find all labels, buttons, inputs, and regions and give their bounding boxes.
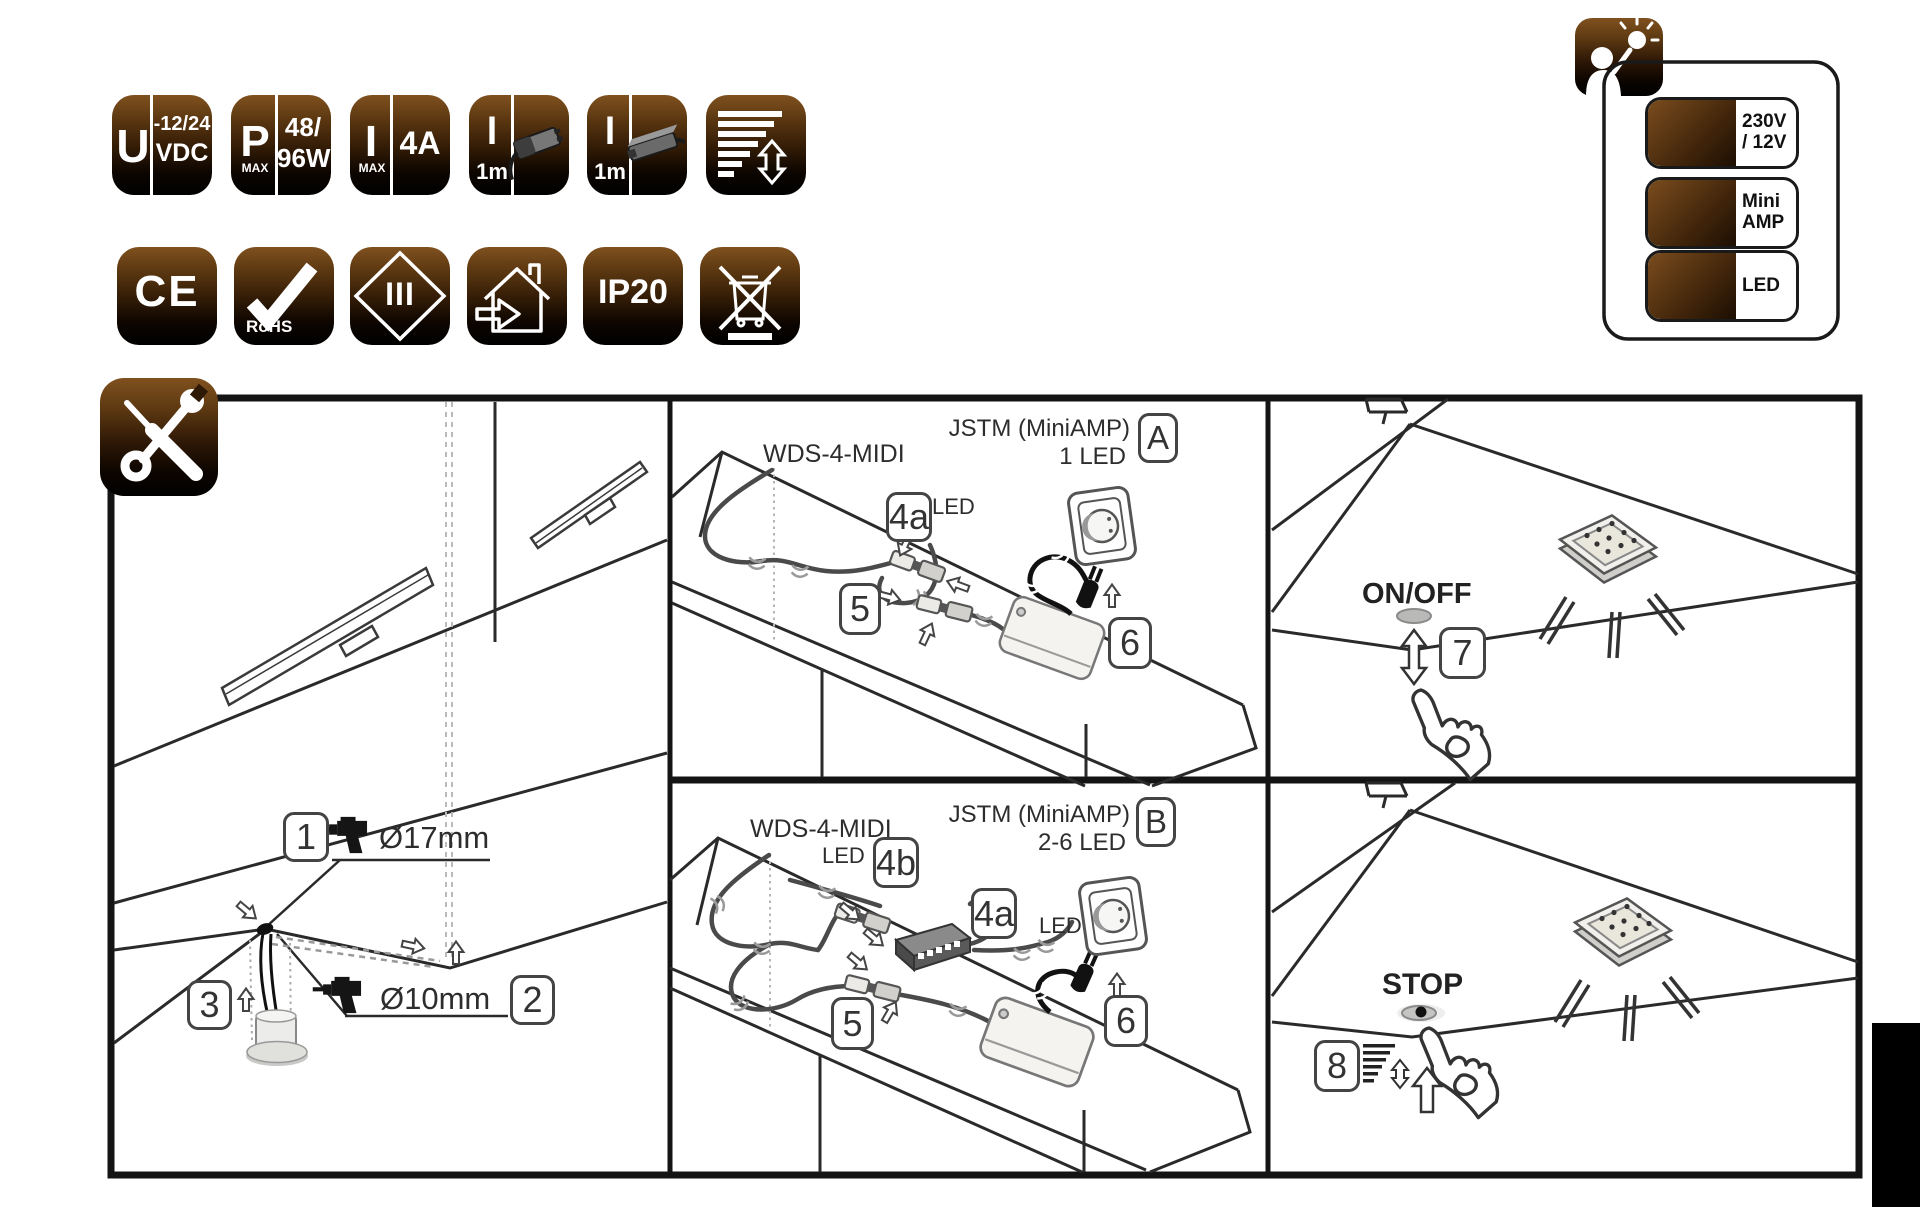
rohs-label: RoHS bbox=[246, 317, 293, 336]
hole-17mm-label: Ø17mm bbox=[379, 820, 490, 855]
step-7-badge: 7 bbox=[1439, 627, 1486, 679]
length-value: 1m bbox=[476, 159, 508, 184]
ip20-label: IP20 bbox=[598, 273, 668, 311]
ce-mark-icon: CE bbox=[117, 247, 217, 345]
length-symbol-2: l bbox=[604, 111, 616, 153]
step-5-badge-b: 5 bbox=[831, 997, 874, 1050]
house-graphic bbox=[475, 263, 551, 333]
step-2-badge: 2 bbox=[510, 975, 555, 1025]
step-6-badge-b: 6 bbox=[1104, 995, 1148, 1047]
legend-driver-volt2: / 12V bbox=[1742, 132, 1787, 153]
power-max: MAX bbox=[241, 161, 269, 175]
current-icon: I MAX 4A bbox=[350, 95, 450, 195]
led-label-b2: LED bbox=[1039, 913, 1082, 938]
cable-length-icon-2: l 1m bbox=[587, 95, 687, 195]
step-3-badge: 3 bbox=[187, 980, 232, 1030]
step-4a-badge-a: 4a bbox=[886, 492, 932, 542]
power-value1: 48/ bbox=[284, 112, 322, 142]
length-value-2: 1m bbox=[594, 159, 626, 184]
legend-miniamp-line2: AMP bbox=[1742, 212, 1785, 233]
indoor-use-icon bbox=[467, 247, 567, 345]
voltage-unit: VDC bbox=[155, 139, 209, 167]
rohs-icon: RoHS bbox=[234, 247, 334, 345]
driver-photo bbox=[1648, 100, 1736, 166]
power-value2: 96W bbox=[277, 143, 331, 173]
step-1-badge: 1 bbox=[283, 812, 329, 862]
jstm-label-a: JSTM (MiniAMP) bbox=[948, 415, 1130, 442]
dimming-graphic bbox=[718, 111, 788, 186]
power-icon: P MAX 48/ 96W bbox=[231, 95, 331, 195]
voltage-icon: U -12/24 VDC bbox=[112, 95, 212, 195]
rohs-check bbox=[246, 262, 318, 332]
class3-icon: III bbox=[350, 247, 450, 345]
jstm-label-b: JSTM (MiniAMP) bbox=[948, 801, 1130, 828]
voltage-symbol: U bbox=[116, 120, 150, 172]
connector-photo-1 bbox=[508, 126, 564, 181]
led-count-a: 1 LED bbox=[1059, 443, 1126, 470]
led-lamp-photo bbox=[1648, 253, 1736, 319]
connector-photo-2 bbox=[627, 124, 685, 162]
ip20-icon: IP20 bbox=[583, 247, 683, 345]
step-4a-badge-b: 4a bbox=[971, 888, 1017, 939]
badge-a: A bbox=[1138, 413, 1178, 463]
step-8-badge: 8 bbox=[1314, 1040, 1360, 1092]
dimming-icon bbox=[706, 95, 806, 195]
current-value: 4A bbox=[399, 125, 441, 161]
stop-label: STOP bbox=[1382, 968, 1464, 1001]
legend-driver: 230V/ 12V bbox=[1645, 97, 1799, 169]
on-off-label: ON/OFF bbox=[1362, 578, 1472, 610]
weee-graphic bbox=[718, 265, 782, 340]
class3-diamond bbox=[353, 250, 447, 342]
cable-length-icon-1: l 1m bbox=[469, 95, 569, 195]
weee-icon bbox=[700, 247, 800, 345]
hole-10mm-label: Ø10mm bbox=[380, 981, 491, 1016]
legend-driver-volt1: 230V bbox=[1742, 111, 1787, 133]
length-symbol: l bbox=[486, 111, 498, 153]
wds-label-b: WDS-4-MIDI bbox=[750, 815, 892, 843]
current-max: MAX bbox=[358, 161, 386, 175]
led-label-b1: LED bbox=[822, 843, 865, 868]
step-4b-badge: 4b bbox=[873, 837, 919, 888]
legend-led-label: LED bbox=[1742, 274, 1780, 296]
led-count-b: 2-6 LED bbox=[1037, 829, 1126, 856]
legend-led: LED bbox=[1645, 250, 1799, 322]
legend-miniamp-line1: Mini bbox=[1742, 191, 1780, 213]
power-symbol: P bbox=[240, 117, 270, 166]
voltage-value: -12/24 bbox=[153, 113, 211, 135]
class3-label: III bbox=[385, 276, 415, 312]
led-label-a: LED bbox=[932, 494, 975, 519]
step-6-badge-a: 6 bbox=[1108, 617, 1152, 669]
wds-label-a: WDS-4-MIDI bbox=[763, 440, 905, 468]
badge-b: B bbox=[1136, 797, 1176, 847]
ce-label: CE bbox=[134, 267, 200, 316]
current-symbol: I bbox=[364, 117, 378, 166]
miniamp-photo bbox=[1648, 180, 1736, 246]
step-5-badge-a: 5 bbox=[839, 583, 881, 635]
